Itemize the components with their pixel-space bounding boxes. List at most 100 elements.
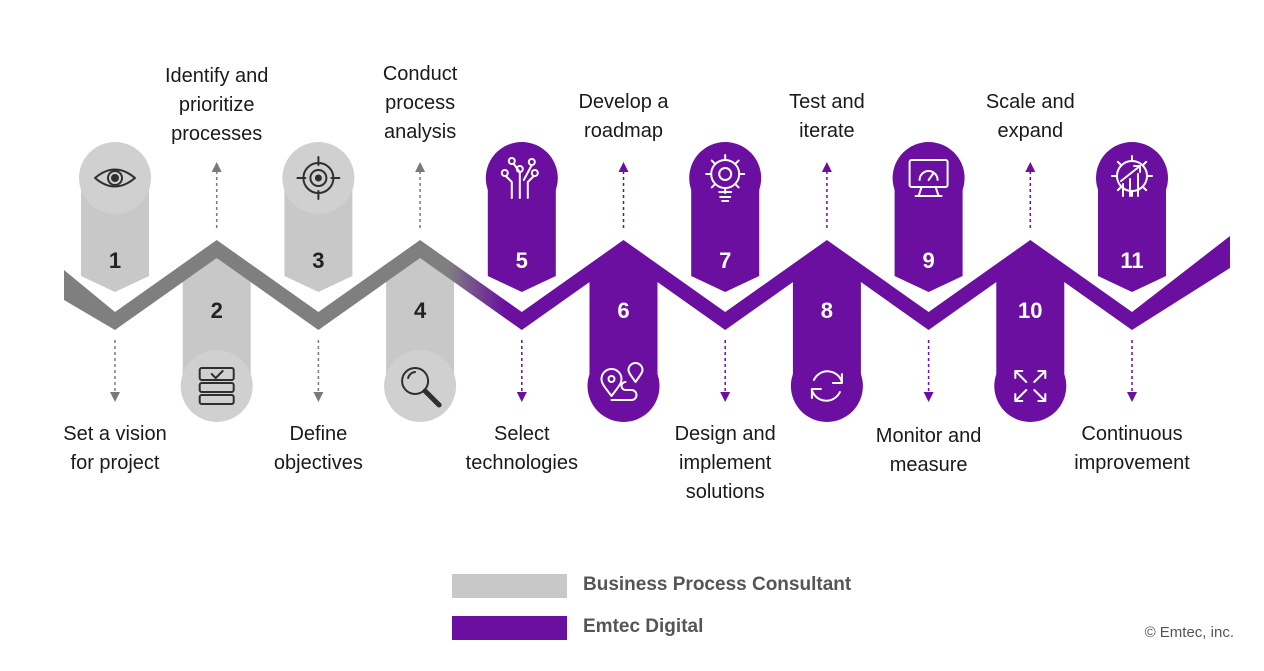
- legend-label-digital: Emtec Digital: [583, 616, 704, 637]
- step-label-line: Define: [289, 423, 348, 445]
- step-label-line: process: [385, 92, 456, 114]
- legend-label-consultant: Business Process Consultant: [583, 574, 852, 595]
- step-tab-10: [996, 252, 1065, 386]
- eye-icon: [94, 168, 136, 188]
- step-number-4: 4: [414, 298, 427, 323]
- checklist-icon: [198, 367, 235, 405]
- step-arrowhead-8: [821, 162, 832, 172]
- step-circle-2: [180, 350, 253, 422]
- step-label-line: Identify and: [164, 65, 269, 87]
- step-tab-4: [386, 252, 455, 386]
- step-label-line: expand: [997, 120, 1064, 142]
- step-tab-2: [182, 252, 251, 386]
- legend-swatch-digital: [452, 616, 567, 640]
- step-badge-5: [485, 142, 558, 214]
- step-numbers: 1 2 3 4 5 6 7 8 9 10 11: [109, 248, 1144, 323]
- step-number-6: 6: [617, 298, 629, 323]
- step-number-11: 11: [1120, 248, 1143, 273]
- step-label-line: Develop a: [578, 91, 669, 113]
- step-arrowhead-3: [313, 392, 324, 402]
- target-icon: [296, 156, 341, 200]
- expand-arrows-icon: [1014, 370, 1047, 402]
- step-label-line: Set a vision: [63, 423, 167, 445]
- step-badge-2: [180, 350, 253, 422]
- step-circle-11: [1096, 142, 1168, 214]
- step-badge-3: [282, 142, 355, 214]
- step-label-8: Test and iterate: [789, 88, 865, 146]
- step-label-9: Monitor and measure: [876, 422, 982, 480]
- step-arrowhead-4: [415, 162, 426, 172]
- step-tab-6: [589, 252, 658, 386]
- step-label-4: Conduct process analysis: [383, 60, 458, 147]
- step-badge-8: [790, 350, 863, 422]
- step-arrowhead-1: [110, 392, 120, 402]
- growth-gear-icon: [1111, 155, 1153, 197]
- step-label-line: technologies: [465, 452, 578, 474]
- step-number-5: 5: [516, 248, 528, 273]
- step-label-2: Identify and prioritize processes: [165, 62, 268, 149]
- step-badge-4: [384, 350, 457, 422]
- step-arrowhead-9: [923, 392, 934, 402]
- step-label-line: roadmap: [584, 120, 663, 142]
- monitor-gauge-icon: [908, 159, 949, 197]
- step-circle-10: [994, 350, 1067, 422]
- step-badge-7: [689, 142, 762, 214]
- step-badge-9: [892, 142, 965, 214]
- step-number-9: 9: [922, 248, 934, 273]
- step-number-3: 3: [312, 248, 324, 273]
- step-label-line: analysis: [383, 121, 457, 143]
- step-label-line: Monitor and: [875, 425, 982, 447]
- refresh-icon: [810, 370, 843, 402]
- step-number-8: 8: [821, 298, 833, 323]
- step-circle-6: [587, 350, 660, 422]
- step-circle-4: [384, 350, 457, 422]
- route-icon: [600, 362, 644, 401]
- step-label-line: prioritize: [178, 94, 255, 116]
- step-tab-8: [792, 252, 861, 386]
- step-arrowhead-10: [1025, 162, 1036, 172]
- step-label-1: Set a vision for project: [63, 420, 166, 478]
- step-label-line: measure: [889, 454, 968, 476]
- step-label-line: iterate: [799, 120, 855, 142]
- step-number-1: 1: [109, 248, 121, 273]
- step-circle-5: [485, 142, 558, 214]
- step-badge-6: [587, 350, 660, 422]
- step-label-line: Scale and: [985, 91, 1075, 113]
- zigzag-path: [64, 236, 1230, 330]
- step-number-10: 10: [1018, 298, 1042, 323]
- step-arrowhead-5: [516, 392, 527, 402]
- step-arrowhead-7: [720, 392, 731, 402]
- circuit-icon: [500, 157, 539, 199]
- step-circle-7: [689, 142, 762, 214]
- step-label-6: Develop a roadmap: [578, 88, 668, 146]
- step-icon-badges: [79, 142, 1168, 422]
- step-label-line: Select: [494, 423, 550, 445]
- step-arrowhead-2: [211, 162, 222, 172]
- step-label-line: implement: [679, 452, 772, 474]
- step-arrows: [110, 162, 1137, 402]
- step-label-line: processes: [171, 123, 263, 145]
- zigzag-band: [64, 236, 1230, 330]
- step-label-line: Conduct: [382, 63, 458, 85]
- step-label-line: improvement: [1074, 452, 1190, 474]
- step-label-line: Test and: [789, 91, 865, 113]
- magnifier-icon: [401, 367, 442, 408]
- lightbulb-gear-icon: [705, 154, 746, 202]
- step-badge-11: [1096, 142, 1168, 214]
- step-label-line: objectives: [273, 452, 363, 474]
- step-number-7: 7: [719, 248, 731, 273]
- step-badge-10: [994, 350, 1067, 422]
- step-arrowhead-6: [618, 162, 629, 172]
- step-number-2: 2: [211, 298, 223, 323]
- step-label-line: for project: [70, 452, 160, 474]
- copyright-text: © Emtec, inc.: [1144, 624, 1234, 641]
- legend-swatch-consultant: [452, 574, 567, 598]
- step-label-10: Scale and expand: [986, 88, 1075, 146]
- step-circle-8: [790, 350, 863, 422]
- step-circle-9: [892, 142, 965, 214]
- step-label-line: solutions: [685, 481, 765, 503]
- step-label-5: Select technologies: [466, 420, 578, 478]
